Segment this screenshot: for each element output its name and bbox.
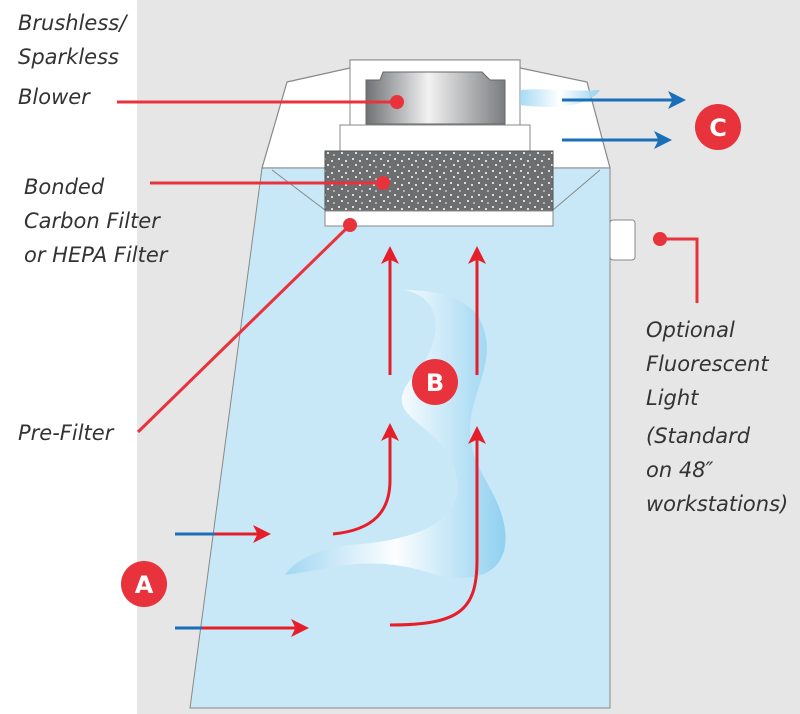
contaminant-smoke [285, 290, 506, 578]
light-pointer [660, 237, 699, 303]
svg-text:Fluorescent: Fluorescent [646, 352, 769, 376]
svg-text:Carbon Filter: Carbon Filter [24, 209, 161, 233]
pre-filter [324, 210, 554, 227]
svg-text:or HEPA Filter: or HEPA Filter [24, 243, 169, 267]
svg-text:B: B [426, 369, 444, 397]
svg-text:workstations): workstations) [646, 492, 788, 516]
blower-label: Brushless/ Sparkless Blower [18, 11, 128, 109]
badge-b: B [412, 359, 458, 405]
svg-text:C: C [709, 114, 727, 142]
svg-text:A: A [135, 571, 154, 599]
badge-c: C [695, 104, 741, 150]
carbon-filter [324, 150, 554, 212]
fluorescent-light [609, 219, 636, 261]
updraft-arrow [332, 423, 399, 536]
light-label: Optional Fluorescent Light (Standard on … [646, 318, 788, 516]
svg-text:Blower: Blower [18, 85, 91, 109]
filter-label: Bonded Carbon Filter or HEPA Filter [24, 175, 169, 267]
blower-plenum [339, 124, 531, 152]
svg-text:(Standard: (Standard [646, 424, 751, 448]
prefilter-label: Pre-Filter [18, 421, 115, 445]
svg-text:Light: Light [646, 386, 699, 410]
svg-text:Brushless/: Brushless/ [18, 11, 128, 35]
updraft-arrow [389, 426, 486, 627]
svg-text:Bonded: Bonded [24, 175, 105, 199]
svg-text:on 48″: on 48″ [646, 458, 714, 482]
svg-text:Optional: Optional [646, 318, 735, 342]
blower [365, 71, 506, 125]
svg-text:Sparkless: Sparkless [18, 45, 119, 69]
exhaust-smoke [520, 89, 600, 107]
prefilter-pointer [136, 223, 352, 434]
badge-a: A [121, 561, 167, 607]
